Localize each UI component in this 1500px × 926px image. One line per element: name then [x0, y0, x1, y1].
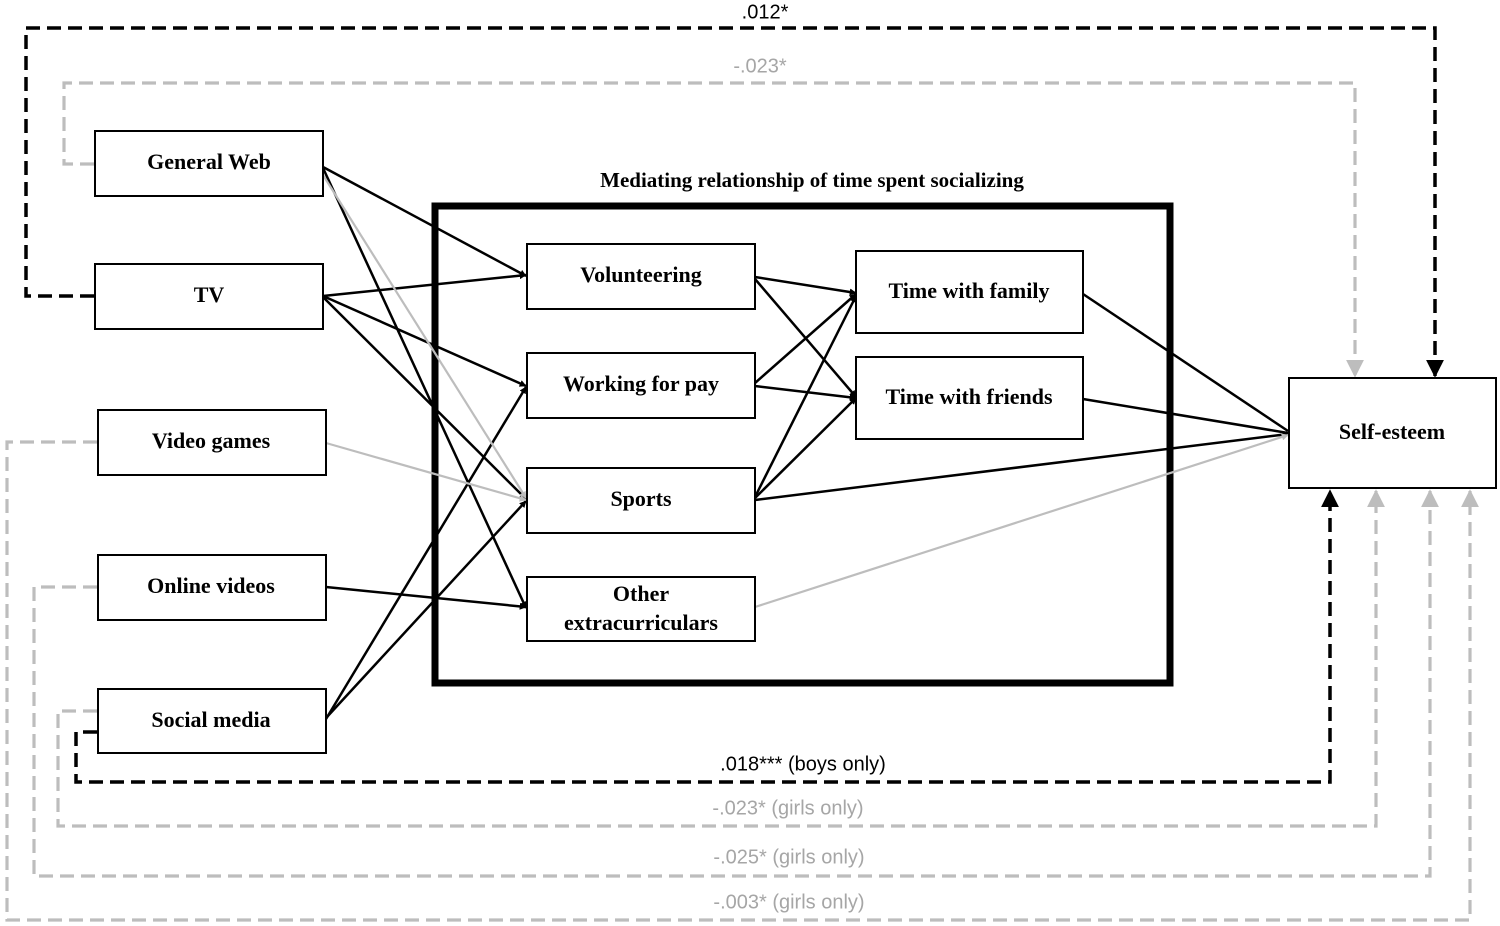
coefficient-labels: .012* -.023* .018*** (boys only) -.023* …	[712, 1, 885, 913]
node-self-esteem-label: Self-esteem	[1339, 419, 1445, 444]
mediator-frame	[431, 202, 1174, 687]
edge-general-web-other	[321, 167, 528, 609]
node-general-web: General Web	[94, 130, 324, 197]
edge-video-games-sports	[325, 441, 527, 502]
node-time-with-family: Time with family	[855, 250, 1084, 334]
node-video-games-label: Video games	[152, 428, 271, 453]
edge-tv-volunteering	[322, 272, 527, 298]
node-other-extracurriculars: Other extracurriculars	[526, 576, 756, 642]
edge-tv-working	[322, 294, 527, 388]
path-video-games-girls	[5, 440, 1479, 922]
node-sports-label: Sports	[610, 486, 672, 511]
edge-general-web-volunteering	[322, 165, 527, 278]
edge-volunteering-family	[754, 275, 857, 296]
edge-online-videos-other	[325, 585, 527, 610]
node-time-with-friends-label: Time with friends	[885, 384, 1052, 409]
node-other-label-line1: Other	[613, 581, 669, 606]
coef-social-media-boys: .018*** (boys only)	[720, 753, 886, 775]
edge-family-self-esteem	[1082, 292, 1289, 433]
node-time-with-family-label: Time with family	[889, 278, 1050, 303]
node-tv: TV	[94, 263, 324, 330]
coef-social-media-girls: -.023* (girls only)	[712, 797, 863, 819]
coef-general-web-self-esteem: -.023*	[733, 55, 787, 77]
frame-title: Mediating relationship of time spent soc…	[600, 168, 1024, 192]
path-social-media-girls	[56, 489, 1385, 828]
edge-social-media-sports	[325, 500, 527, 719]
node-social-media-label: Social media	[151, 707, 270, 732]
node-volunteering: Volunteering	[526, 243, 756, 310]
edge-working-family	[754, 293, 857, 384]
mediated-paths	[321, 165, 1289, 720]
node-video-games: Video games	[97, 409, 327, 476]
coef-online-videos-girls: -.025* (girls only)	[713, 846, 864, 868]
coef-tv-self-esteem: .012*	[742, 1, 789, 23]
node-sports: Sports	[526, 467, 756, 534]
path-general-web-self-esteem	[62, 81, 1364, 378]
node-general-web-label: General Web	[147, 149, 271, 174]
path-tv-self-esteem	[24, 26, 1444, 378]
edge-sports-self-esteem	[754, 432, 1289, 502]
nonsignificant-paths	[322, 174, 1289, 609]
direct-effect-paths	[5, 26, 1479, 922]
edge-general-web-sports	[322, 174, 527, 499]
node-online-videos-label: Online videos	[147, 573, 275, 598]
node-online-videos: Online videos	[97, 554, 327, 621]
edge-sports-friends	[754, 397, 857, 499]
node-tv-label: TV	[194, 282, 225, 307]
node-working-for-pay-label: Working for pay	[563, 371, 719, 396]
edge-friends-self-esteem	[1082, 397, 1289, 435]
edge-tv-sports	[322, 296, 527, 500]
node-volunteering-label: Volunteering	[580, 262, 701, 287]
coef-video-games-girls: -.003* (girls only)	[713, 891, 864, 913]
node-working-for-pay: Working for pay	[526, 352, 756, 419]
path-social-media-boys	[74, 489, 1339, 784]
node-time-with-friends: Time with friends	[855, 356, 1084, 440]
edge-other-self-esteem	[754, 433, 1289, 609]
edge-working-friends	[754, 384, 857, 401]
path-online-videos-girls	[32, 489, 1439, 878]
node-self-esteem: Self-esteem	[1288, 377, 1497, 489]
edge-sports-family	[753, 295, 858, 498]
node-social-media: Social media	[97, 688, 327, 754]
edge-social-media-working	[324, 386, 528, 720]
node-other-label-line2: extracurriculars	[564, 610, 718, 635]
